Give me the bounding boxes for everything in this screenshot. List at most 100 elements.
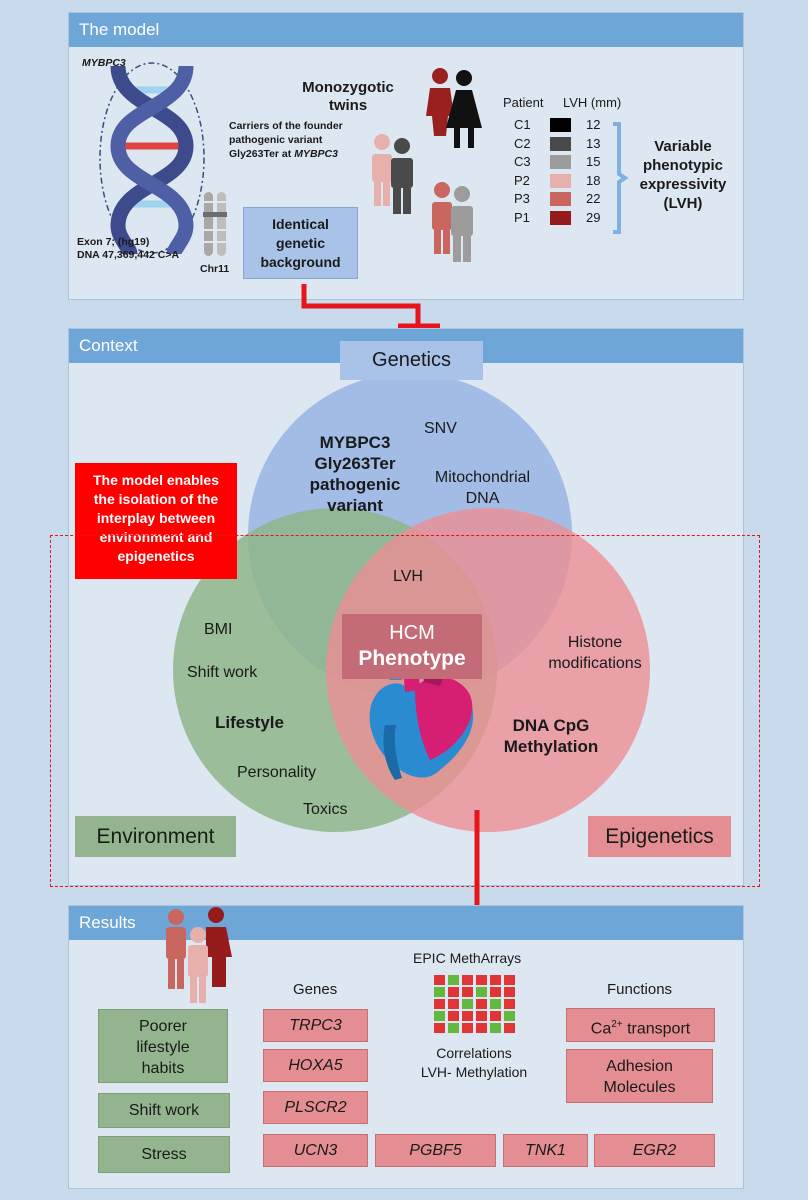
carriers-line1: Carriers of the founder	[229, 120, 343, 132]
array-cell	[504, 1023, 515, 1033]
gene-box-tnk1: TNK1	[503, 1134, 588, 1167]
phenotype-label: Phenotype	[358, 647, 466, 670]
carriers-gene-italic: MYBPC3	[294, 148, 338, 160]
adhesion-line2: Molecules	[603, 1079, 676, 1096]
correlations-label: Correlations LVH- Methylation	[404, 1044, 544, 1082]
gene-box-trpc3: TRPC3	[263, 1009, 368, 1042]
mybpc3-line3: pathogenic	[309, 475, 401, 494]
array-cell	[490, 1011, 501, 1021]
patient-color-swatch	[550, 192, 571, 206]
array-cell	[504, 999, 515, 1009]
hcm-label: HCM	[389, 622, 435, 644]
mybpc3-line2: Gly263Ter	[314, 454, 396, 473]
heart-icon	[369, 649, 474, 780]
exon-info-line2: DNA 47,369,442 C>A	[77, 249, 180, 261]
patient-color-swatch	[550, 136, 571, 151]
patient-id: C2	[514, 135, 531, 151]
array-cell	[448, 1011, 459, 1021]
variable-line3: expressivity	[639, 176, 727, 193]
identical-line2: genetic	[275, 235, 325, 251]
mybpc3-variant-label: MYBPC3 Gly263Ter pathogenic variant	[300, 432, 410, 516]
histone-line1: Histone	[567, 634, 623, 651]
bracket-icon	[613, 122, 629, 234]
patient-lvh-value: 15	[586, 154, 601, 169]
patient-lvh-value: 18	[586, 172, 601, 188]
people-group-icon	[166, 907, 232, 1003]
histone-label: Histone modifications	[540, 632, 650, 674]
chromosome-label: Chr11	[200, 263, 230, 275]
patient-color-swatch	[550, 155, 571, 169]
array-cell	[448, 975, 459, 985]
gene-box-egr2: EGR2	[594, 1134, 715, 1167]
gene-box-hoxa5: HOXA5	[263, 1049, 368, 1082]
patient-id: C3	[514, 154, 531, 169]
patient-lvh-value: 22	[586, 191, 601, 206]
inhibition-connector	[301, 284, 440, 329]
table-head-patient: Patient	[503, 95, 544, 110]
habits-line3: habits	[141, 1060, 185, 1077]
patient-color-swatch	[550, 118, 571, 132]
array-cell	[476, 999, 487, 1009]
model-panel-header: The model	[69, 13, 743, 47]
note-line3: interplay between	[96, 510, 216, 526]
corr-line2: LVH- Methylation	[420, 1064, 528, 1080]
stress-box: Stress	[98, 1136, 230, 1173]
adhesion-line1: Adhesion	[606, 1058, 673, 1075]
gene-box-ucn3: UCN3	[263, 1134, 368, 1167]
calcium-transport-box: Ca2+ transport	[566, 1008, 715, 1042]
identical-line3: background	[260, 254, 341, 270]
array-cell	[462, 1023, 473, 1033]
genetics-label-box: Genetics	[340, 341, 483, 380]
array-cell	[490, 1023, 501, 1033]
lvh-label: LVH	[393, 568, 423, 585]
ca-superscript: 2+	[611, 1019, 623, 1030]
hcm-phenotype-box: HCM Phenotype	[342, 614, 482, 679]
patient-id: P2	[514, 172, 530, 188]
note-line2: the isolation of the	[93, 491, 219, 507]
variable-line2: phenotypic	[642, 157, 723, 174]
array-cell	[476, 987, 487, 997]
patient-color-swatch	[550, 173, 571, 188]
array-cell	[462, 999, 473, 1009]
twins-line1: Monozygotic	[302, 79, 394, 96]
shift-work-label: Shift work	[187, 664, 258, 681]
array-cell	[490, 975, 501, 985]
personality-label: Personality	[237, 764, 317, 781]
mybpc3-line4: variant	[327, 496, 383, 515]
array-cell	[462, 1011, 473, 1021]
array-cell	[476, 1023, 487, 1033]
chromosome-icon	[203, 192, 227, 256]
array-cell	[434, 1011, 445, 1021]
array-cell	[476, 1011, 487, 1021]
model-note-box: The model enables the isolation of the i…	[75, 463, 237, 579]
array-cell	[490, 987, 501, 997]
corr-line1: Correlations	[436, 1045, 512, 1061]
histone-line2: modifications	[548, 655, 642, 672]
dna-line2: Methylation	[503, 737, 599, 756]
mito-line2: DNA	[465, 490, 500, 507]
patient-color-swatch	[550, 210, 571, 225]
mitochondrial-label: Mitochondrial DNA	[420, 467, 545, 509]
lifestyle-label: Lifestyle	[215, 713, 284, 732]
ca-suffix: transport	[622, 1020, 691, 1038]
array-cell	[476, 975, 487, 985]
patient-lvh-value: 12	[586, 117, 601, 132]
habits-line1: Poorer	[138, 1018, 188, 1035]
array-cell	[434, 999, 445, 1009]
array-cell	[462, 975, 473, 985]
carriers-line2: pathogenic variant	[229, 134, 323, 146]
dna-line1: DNA CpG	[512, 716, 590, 735]
ca-prefix: Ca	[590, 1020, 612, 1038]
environment-label-box: Environment	[75, 816, 236, 857]
array-cell	[434, 987, 445, 997]
patient-id: C1	[514, 117, 531, 132]
exon-info-line1: Exon 7; (hg19)	[77, 236, 150, 248]
dna-methylation-label: DNA CpG Methylation	[496, 715, 606, 757]
snv-label: SNV	[424, 420, 457, 437]
methylation-array-grid	[434, 975, 519, 1035]
adhesion-box: Adhesion Molecules	[566, 1049, 713, 1103]
habits-box: Poorer lifestyle habits	[98, 1009, 228, 1083]
patient-id: P3	[514, 191, 530, 206]
array-cell	[448, 999, 459, 1009]
patient-lvh-value: 13	[586, 135, 601, 151]
